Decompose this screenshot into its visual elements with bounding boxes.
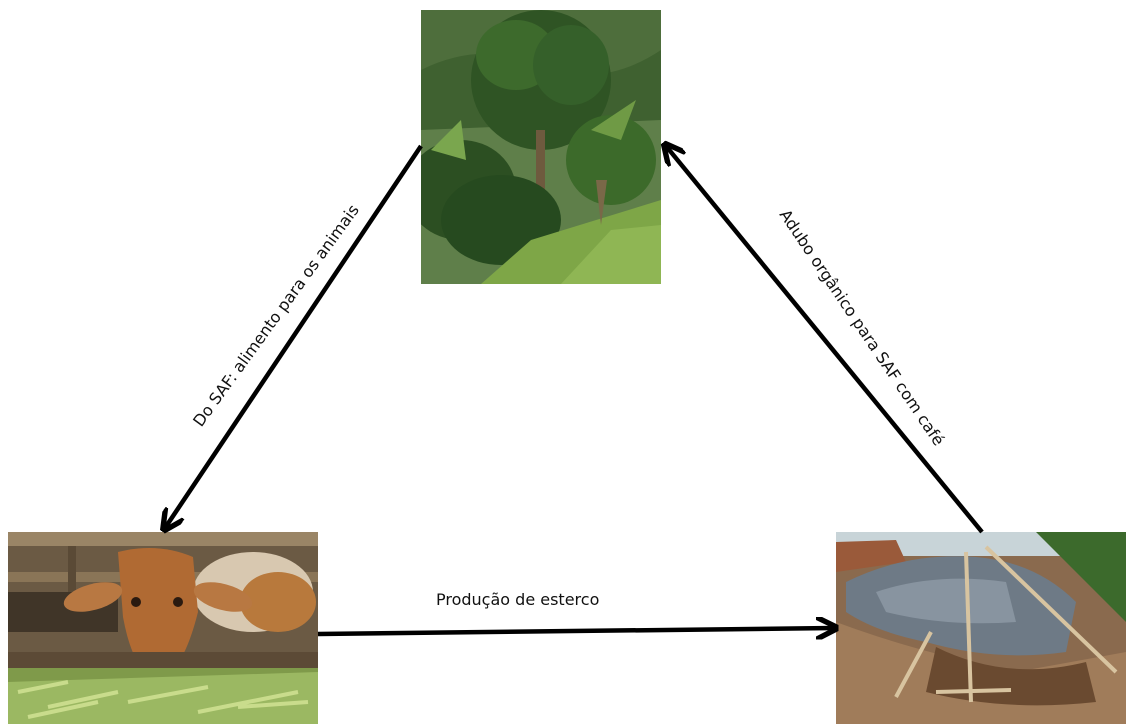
- compost-pile-photo: [836, 532, 1126, 724]
- cattle-feeding-photo: [8, 532, 318, 724]
- saf-coffee-photo: [421, 10, 661, 284]
- arrow-cattle-to-compost: [317, 628, 834, 634]
- manure-flow-label: Produção de esterco: [436, 590, 600, 609]
- arrow-compost-to-saf: [666, 146, 984, 534]
- arrow-saf-to-cattle: [165, 144, 423, 528]
